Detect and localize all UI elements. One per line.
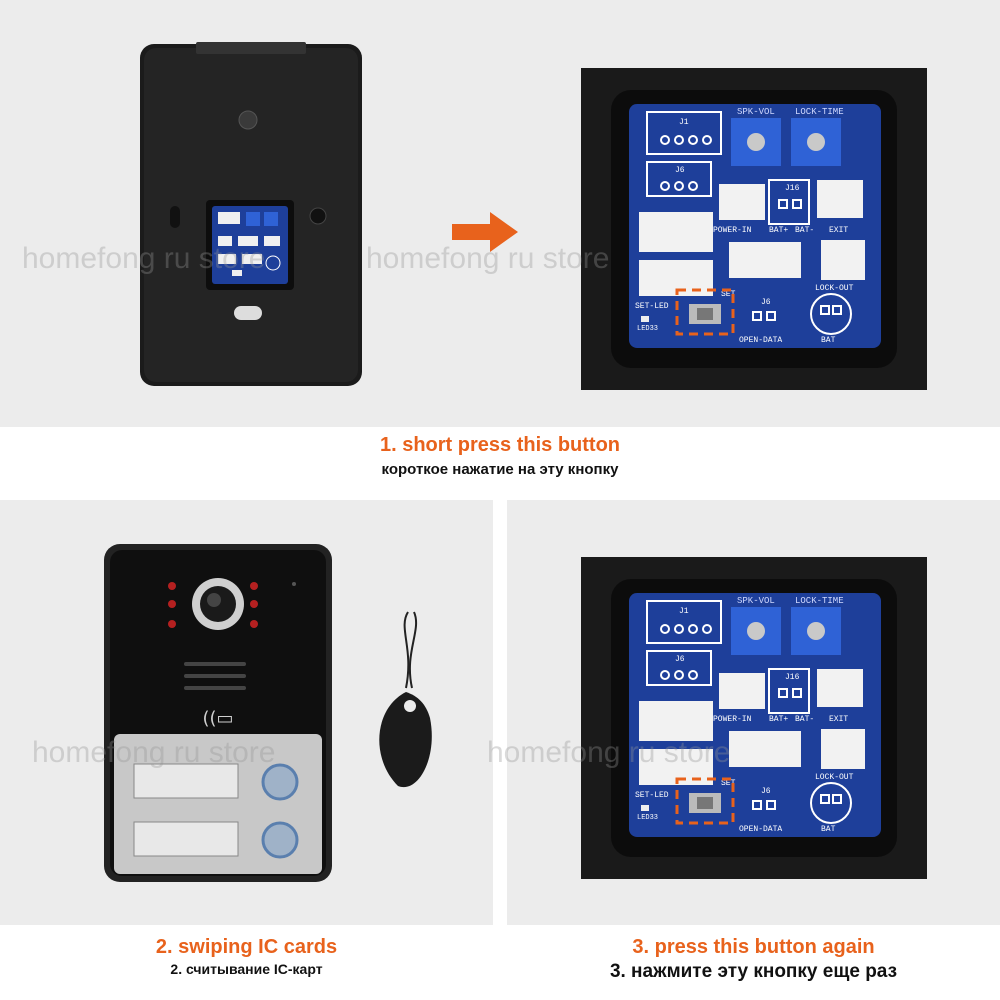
doorbell-front-image: ((▭ [102, 542, 334, 884]
label-power-in-2: POWER-IN [713, 715, 752, 724]
label-j16-2: J16 [785, 673, 800, 682]
svg-text:J6: J6 [761, 298, 771, 307]
step1-subtitle: короткое нажатие на эту кнопку [381, 461, 619, 478]
label-lock-time: LOCK-TIME [795, 107, 844, 117]
label-j1: J1 [679, 118, 689, 127]
label-j1-2: J1 [679, 607, 689, 616]
label-bat-plus-2: BAT+ [769, 715, 788, 724]
step2-caption: 2. swiping IC cards 2. считывание IC-кар… [0, 934, 493, 978]
label-j6: J6 [675, 166, 685, 175]
label-spk-vol: SPK-VOL [737, 107, 775, 117]
arrow-right-icon [452, 212, 518, 257]
label-set-2: SET [721, 779, 736, 788]
step2-panel: ((▭ homefong ru store [0, 500, 493, 925]
circuit-board-closeup-2: SPK-VOL LOCK-TIME J1 J6 J16 POWER-IN B [581, 557, 927, 879]
svg-text:((▭: ((▭ [202, 708, 233, 729]
watermark-left: homefong ru store [22, 242, 266, 275]
label-open-data-2: OPEN-DATA [739, 825, 782, 834]
step1-title: 1. short press this button [379, 434, 621, 456]
label-exit-2: EXIT [829, 715, 848, 724]
label-lock-out-2: LOCK-OUT [815, 773, 854, 782]
label-bat: BAT [821, 336, 836, 345]
label-lock-out: LOCK-OUT [815, 284, 854, 293]
label-exit: EXIT [829, 226, 848, 235]
step2-subtitle: 2. считывание IC-карт [170, 961, 323, 977]
step1-panel: SPK-VOL LOCK-TIME J1 J6 J16 POWER-IN B [0, 0, 1000, 427]
highlight-set-button-2 [675, 777, 735, 825]
step3-subtitle: 3. нажмите эту кнопку еще раз [609, 961, 898, 982]
ic-card-keyfob-image [368, 608, 444, 792]
step3-caption: 3. press this button again 3. нажмите эт… [507, 934, 1000, 984]
label-j16: J16 [785, 184, 800, 193]
watermark-bottom-right: homefong ru store [487, 736, 731, 769]
label-led33: LED33 [637, 325, 658, 333]
step3-title: 3. press this button again [632, 936, 875, 958]
highlight-set-button-1 [675, 288, 735, 336]
doorbell-back-image [138, 40, 364, 388]
label-j6-2: J6 [675, 655, 685, 664]
label-bat-minus: BAT- [795, 226, 814, 235]
label-led33-2: LED33 [637, 814, 658, 822]
label-open-data: OPEN-DATA [739, 336, 782, 345]
label-bat-2: BAT [821, 825, 836, 834]
step3-panel: SPK-VOL LOCK-TIME J1 J6 J16 POWER-IN B [487, 500, 1000, 925]
label-bat-minus-2: BAT- [795, 715, 814, 724]
label-lock-time-2: LOCK-TIME [795, 596, 844, 606]
step2-title: 2. swiping IC cards [155, 936, 338, 958]
label-bat-plus: BAT+ [769, 226, 788, 235]
circuit-board-closeup-1: SPK-VOL LOCK-TIME J1 J6 J16 POWER-IN B [581, 68, 927, 390]
svg-text:J6: J6 [761, 787, 771, 796]
watermark-bottom-left: homefong ru store [32, 736, 276, 769]
label-spk-vol-2: SPK-VOL [737, 596, 775, 606]
label-set: SET [721, 290, 736, 299]
step1-caption: 1. short press this button короткое нажа… [0, 432, 1000, 480]
label-set-led-2: SET-LED [635, 791, 669, 800]
label-power-in: POWER-IN [713, 226, 752, 235]
watermark-right: homefong ru store [366, 242, 610, 275]
label-set-led: SET-LED [635, 302, 669, 311]
